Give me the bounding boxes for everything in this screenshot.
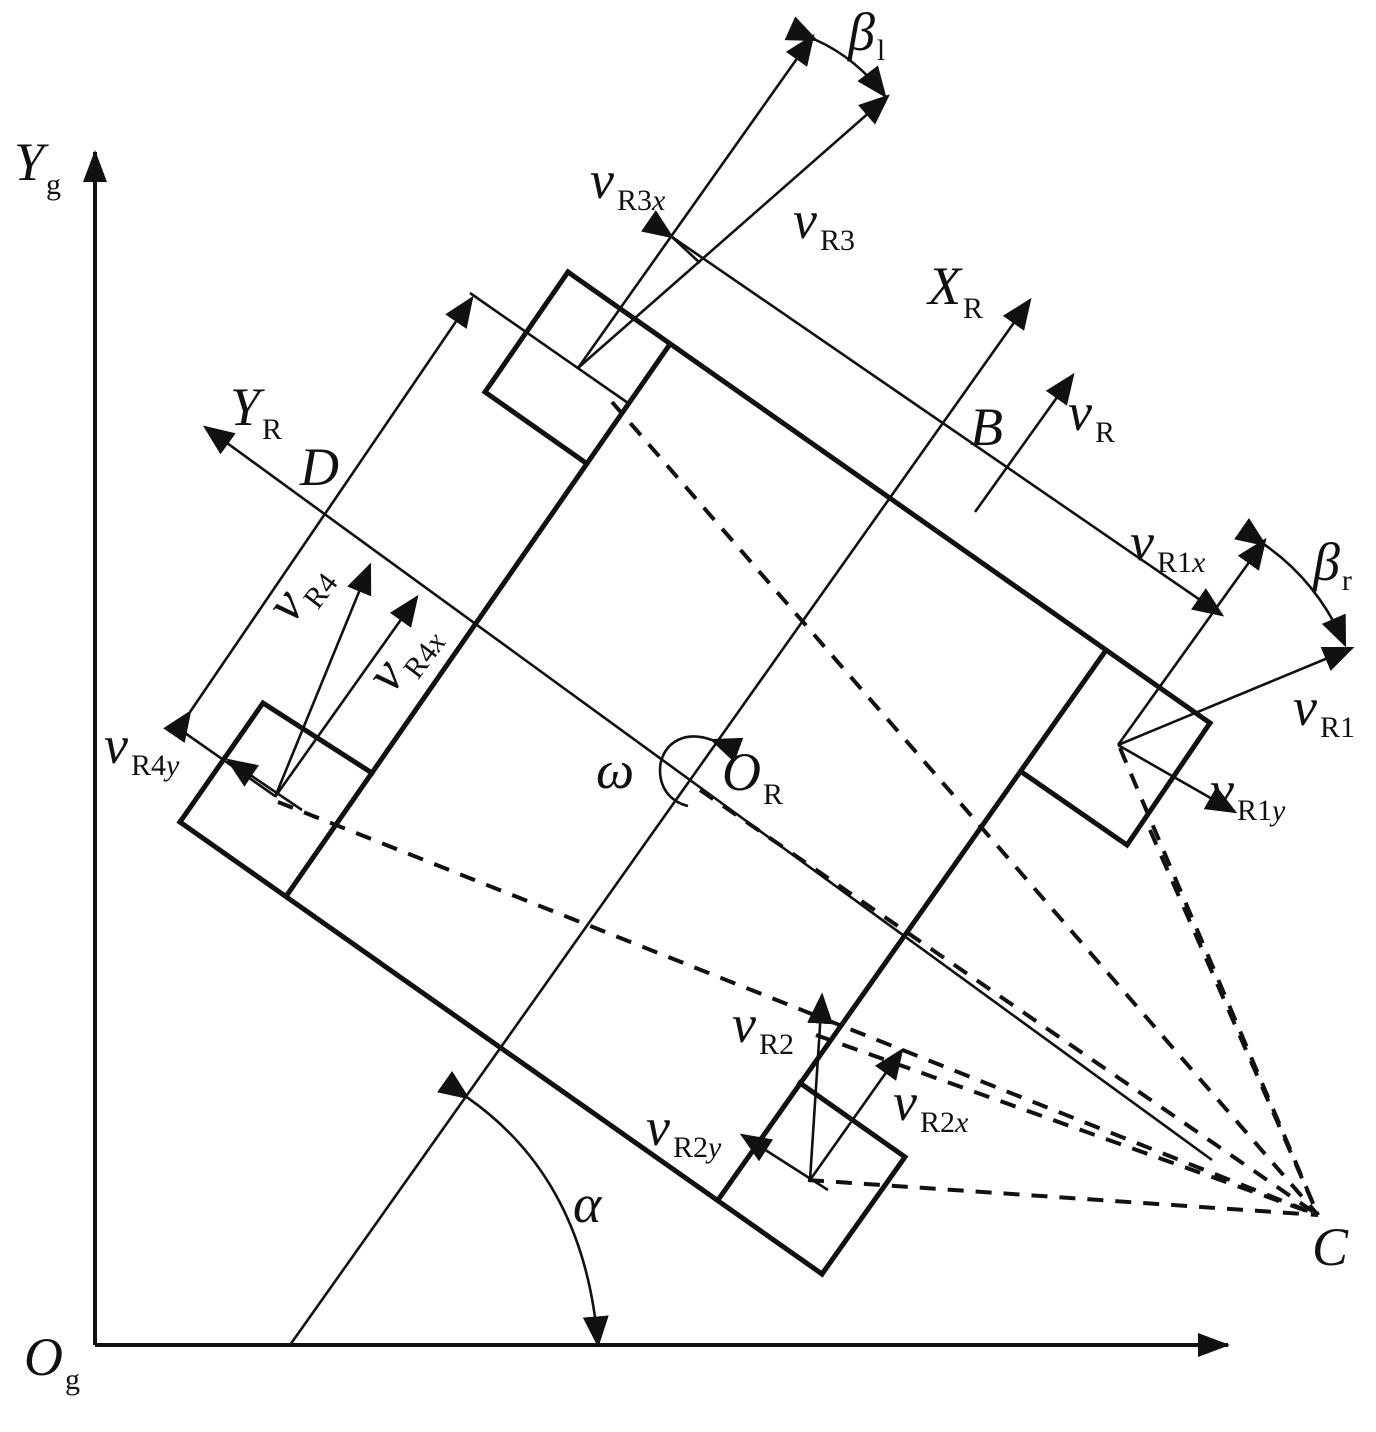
velocity-vectors [225,33,1355,1192]
label-C: C [1312,1217,1349,1277]
wheel-front-left-outline [796,1079,909,1278]
label-omega: ω [596,740,634,800]
global-axes [83,150,1230,1357]
wheel-rear-right [176,699,376,826]
label-D: D [299,437,339,497]
omega-arc [658,735,744,808]
wheel-rear-right-outline [176,699,376,826]
dash-wheel2-to-C [807,1178,1319,1217]
dash-origin-to-C [698,788,1320,1217]
dim-D-ext-bottom [174,724,276,798]
vR-arrow [973,372,1075,513]
angle-arcs [437,16,1347,1348]
body-top-edge [564,268,1214,727]
robot-x-axis [288,297,1032,1346]
vR4y-arrow [225,758,303,812]
label-beta-r: βr [1312,532,1352,597]
dash-wheel4-to-C [277,800,1319,1217]
dim-B-line [641,210,1225,617]
wheel-front-right [1019,719,1214,849]
dashed-lines-to-C [277,400,1320,1217]
label-vR4x: vR4x [354,605,453,706]
body-inner-left [283,343,672,899]
vR3-arrow [577,94,890,369]
label-XR: XR [926,256,983,325]
body-inner-right [714,649,1108,1204]
wheel-rear-left-outline [481,268,590,467]
dash-wheel1-to-C [1118,747,1320,1216]
label-beta-l: βl [847,2,885,67]
wheel-rear-left [481,268,590,467]
label-B: B [970,397,1003,457]
vR1y-arrow [1117,743,1238,814]
wheel-front-right-outline [1019,719,1214,849]
label-YR: YR [230,377,282,446]
vR4-arrow [273,562,372,798]
label-Og: Og [24,1327,80,1396]
dash-mid-to-C [815,1033,1319,1217]
label-Yg: Yg [14,132,61,201]
label-OR: OR [722,742,783,811]
wheel-front-left [796,1079,909,1278]
vR2-arrow [807,992,834,1181]
beta-l-arc [784,16,887,99]
dim-D-ext-top [469,291,629,405]
dim-D-line [163,295,474,743]
dash-wheel1b-to-C [1148,829,1320,1216]
vR2x-arrow [808,1047,904,1181]
robot-frame-axes [202,297,1213,1346]
vR3x-arrow [576,33,815,369]
label-vR4: vR4 [254,547,345,637]
vR4x-arrow [273,594,419,798]
beta-r-arc [1234,517,1347,648]
alpha-arc [437,1070,609,1348]
label-alpha: α [573,1174,603,1234]
vR1-arrow [1117,646,1355,747]
vR2y-arrow [739,1133,829,1192]
